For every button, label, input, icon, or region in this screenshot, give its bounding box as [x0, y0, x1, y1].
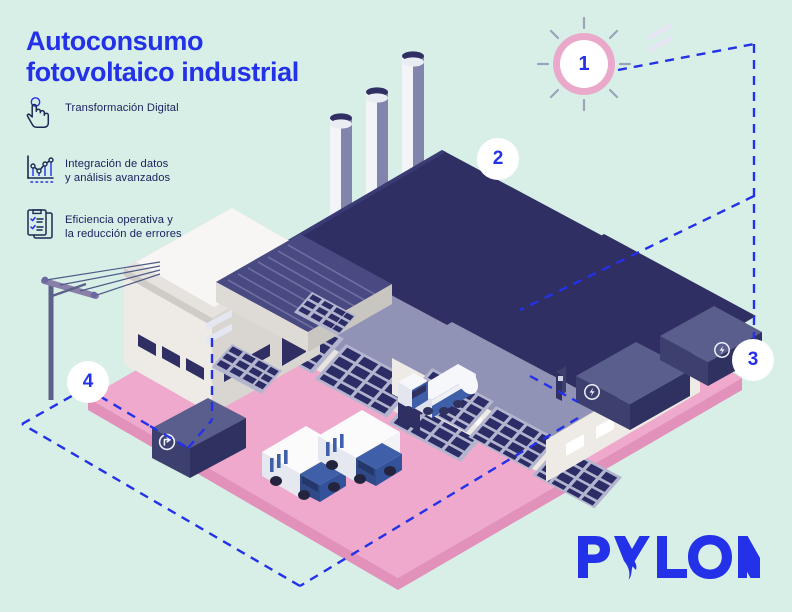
list-item-label: Transformación Digital [65, 96, 179, 115]
list-item-line1: Eficiencia operativa y [65, 214, 173, 226]
list-item-line2: la reducción de errores [65, 228, 182, 241]
feature-list: Transformación Digital [24, 96, 254, 264]
page-title: Autoconsumo fotovoltaico industrial [26, 26, 446, 88]
marker-label: 3 [747, 349, 759, 370]
list-item-line2: y análisis avanzados [65, 172, 171, 185]
list-item: Eficiencia operativa y la reducción de e… [24, 208, 254, 242]
battery-container-b [660, 306, 762, 386]
marker-badge-2[interactable]: 2 [477, 138, 519, 180]
pylon-logo [578, 534, 769, 580]
clipboard-check-icon [24, 208, 56, 242]
marker-label: 2 [492, 148, 504, 169]
marker-badge-4[interactable]: 4 [67, 361, 109, 403]
title-line-1: Autoconsumo [26, 26, 204, 56]
marker-badge-1[interactable]: 1 [560, 40, 608, 88]
delivery-truck-2 [318, 410, 402, 486]
tanker-truck [398, 364, 479, 418]
solar-panel-array-left [211, 292, 356, 394]
list-item: Integración de datos y análisis avanzado… [24, 152, 254, 186]
list-item-line1: Integración de datos [65, 158, 169, 170]
dashed-connection-lines [21, 42, 756, 588]
list-item: Transformación Digital [24, 96, 254, 130]
sun-rays [536, 16, 632, 112]
marker-label: 1 [578, 52, 590, 75]
list-item-line1: Transformación Digital [65, 102, 179, 114]
hand-tap-icon [24, 96, 56, 130]
inverter-container-left [152, 309, 246, 478]
title-line-2: fotovoltaico industrial [26, 57, 299, 88]
utility-pole [41, 261, 161, 400]
list-item-label: Integración de datos y análisis avanzado… [65, 152, 170, 186]
marker-badge-3[interactable]: 3 [732, 339, 774, 381]
marker-label: 4 [82, 371, 94, 392]
data-chart-icon [24, 152, 56, 186]
list-item-label: Eficiencia operativa y la reducción de e… [65, 208, 182, 242]
